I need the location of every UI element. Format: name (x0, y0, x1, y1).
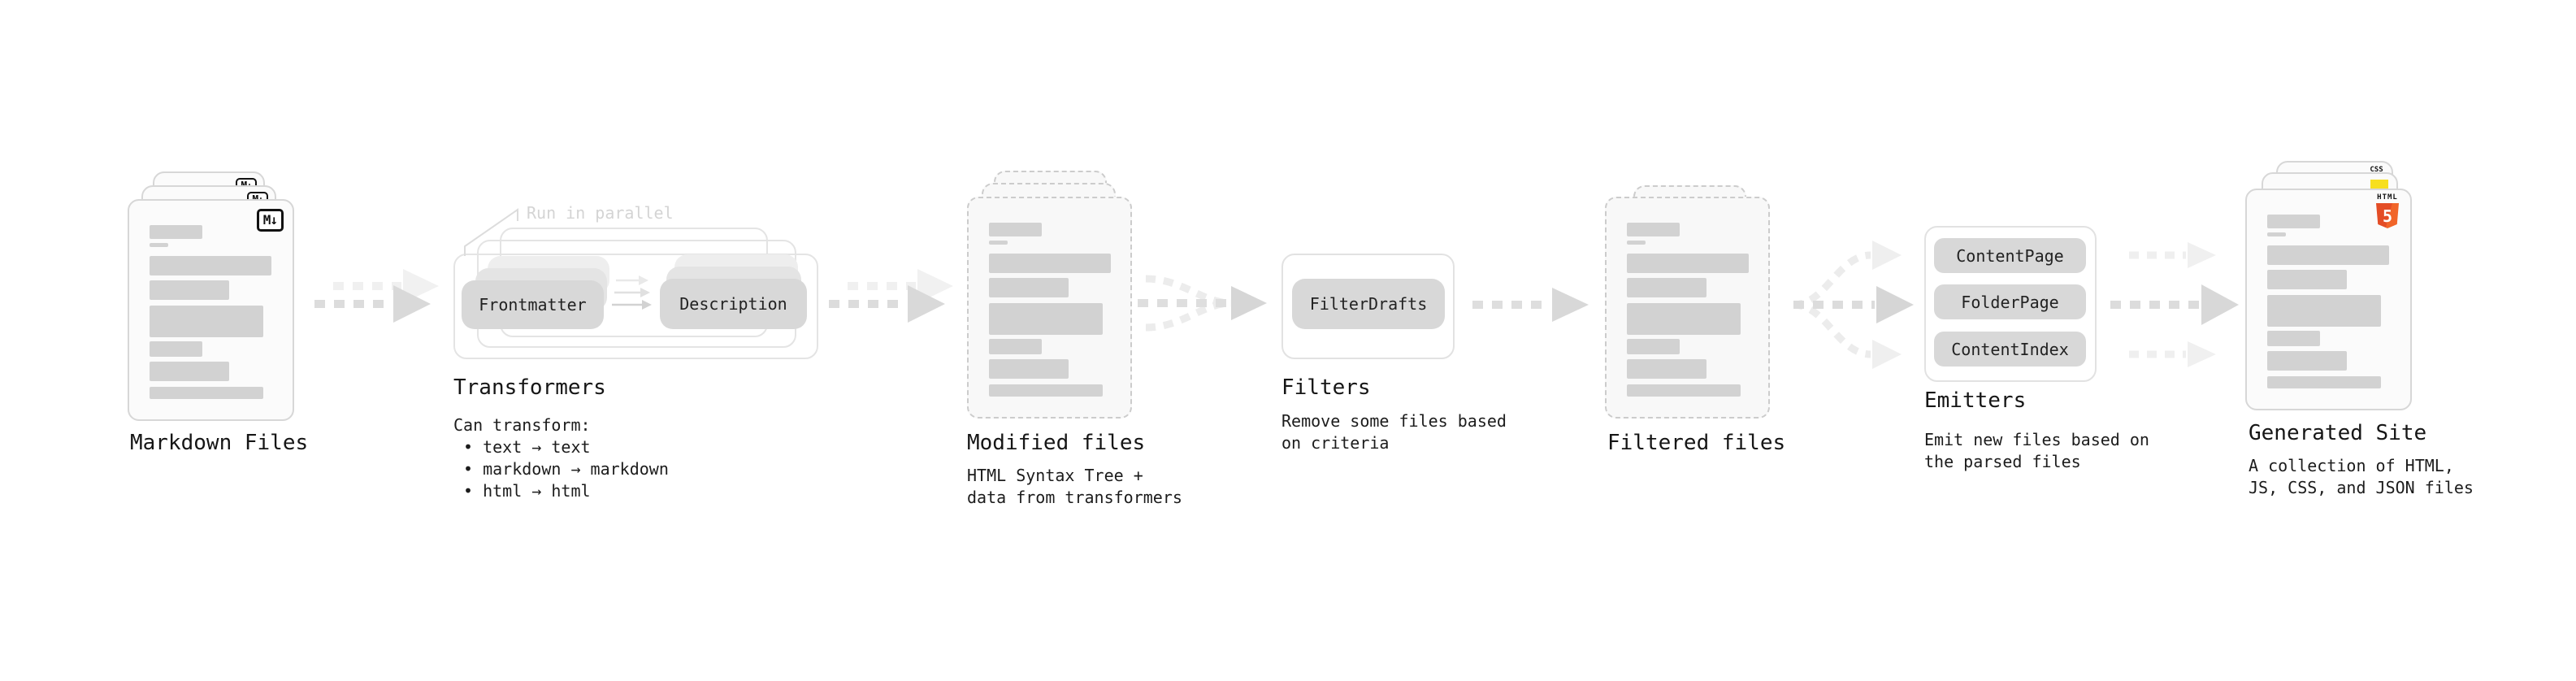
js-icon (2370, 180, 2388, 190)
filters-description-line1: Remove some files based (1281, 411, 1507, 431)
contentpage-pill: ContentPage (1934, 238, 2086, 273)
description-pill: Description (660, 279, 807, 329)
modified-files-description-line1: HTML Syntax Tree + (967, 466, 1143, 485)
arrow-transformers-to-modified (829, 269, 953, 323)
generated-site-description-line1: A collection of HTML, (2249, 456, 2454, 475)
transformer-layer-front (453, 254, 818, 359)
modified-files-description: HTML Syntax Tree + data from transformer… (967, 465, 1182, 509)
document-placeholder-lines (129, 201, 293, 399)
filtered-file-front (1605, 197, 1770, 419)
contentindex-pill: ContentIndex (1934, 332, 2086, 367)
html5-icon-label: HTML (2377, 193, 2398, 202)
label-generated-site: Generated Site (2249, 421, 2427, 445)
parallel-arrows-icon (612, 275, 652, 310)
arrow-markdown-to-transformers (314, 269, 439, 323)
stage-markdown-files: M↓ M↓ M↓ (128, 161, 323, 423)
generated-site-description-line2: JS, CSS, and JSON files (2249, 478, 2474, 497)
emitters-description-line2: the parsed files (1924, 452, 2081, 471)
label-markdown-files: Markdown Files (130, 431, 309, 455)
filterdrafts-pill: FilterDrafts (1292, 279, 1445, 329)
bullet-text-to-text: • text → text (463, 437, 591, 457)
label-emitters: Emitters (1924, 388, 2027, 413)
modified-files-description-line2: data from transformers (967, 488, 1182, 507)
generated-site-description: A collection of HTML, JS, CSS, and JSON … (2249, 455, 2474, 499)
filters-description: Remove some files based on criteria (1281, 410, 1507, 454)
site-file-html: HTML 5 (2245, 189, 2412, 410)
document-placeholder-lines (969, 198, 1130, 397)
document-placeholder-lines (1607, 198, 1768, 397)
run-in-parallel-annotation: Run in parallel (527, 203, 674, 223)
emitters-description-line1: Emit new files based on (1924, 430, 2149, 449)
html5-icon-number: 5 (2382, 206, 2393, 226)
label-modified-files: Modified files (967, 431, 1146, 455)
frontmatter-pill: Frontmatter (462, 280, 604, 329)
label-filters: Filters (1281, 375, 1371, 400)
html5-icon: HTML 5 (2374, 194, 2400, 228)
arrow-filters-to-filtered (1472, 288, 1589, 322)
label-transformers: Transformers (453, 375, 606, 400)
stage-filtered-files (1605, 174, 1776, 420)
stage-modified-files (967, 171, 1150, 420)
markdown-file-front: M↓ (128, 199, 294, 421)
arrow-emitters-to-site (2110, 242, 2239, 367)
arrow-modified-to-filters (1138, 275, 1267, 332)
transformers-bullet-list: • text → text • markdown → markdown • ht… (463, 436, 669, 502)
markdown-icon: M↓ (256, 209, 284, 232)
transformers-description-title: Can transform: (453, 415, 591, 435)
stage-generated-site: CSS HTML 5 (2245, 161, 2420, 413)
arrow-filtered-to-emitters (1793, 241, 1914, 369)
annotation-leader-line (464, 208, 518, 256)
html5-icon-shield: 5 (2376, 203, 2399, 228)
emitters-description: Emit new files based on the parsed files (1924, 429, 2149, 473)
folderpage-pill: FolderPage (1934, 284, 2086, 319)
css-icon-label: CSS (2370, 166, 2383, 174)
label-filtered-files: Filtered files (1607, 431, 1786, 455)
bullet-markdown-to-markdown: • markdown → markdown (463, 459, 669, 479)
bullet-html-to-html: • html → html (463, 481, 591, 501)
modified-file-front (967, 197, 1132, 419)
filters-description-line2: on criteria (1281, 433, 1390, 453)
document-placeholder-lines (2247, 190, 2410, 388)
